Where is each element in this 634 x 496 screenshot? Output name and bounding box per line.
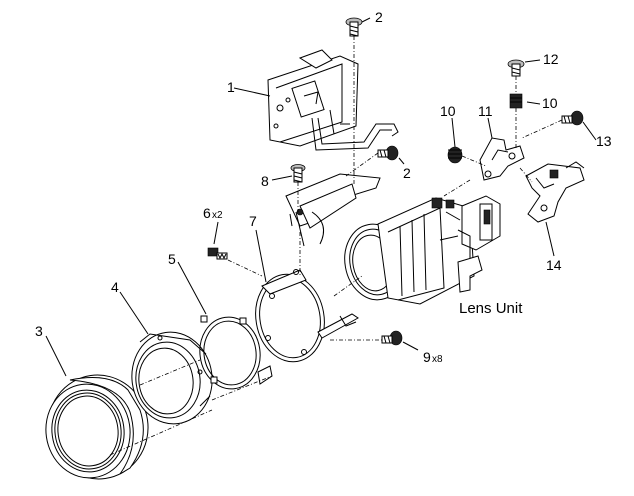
label-part-3: 3 bbox=[35, 323, 43, 339]
label-lens-unit: Lens Unit bbox=[459, 300, 523, 317]
part-7-mount-plate bbox=[255, 269, 359, 385]
label-part-9-qty: x8 bbox=[432, 354, 443, 365]
part-5-thin-ring bbox=[199, 315, 261, 390]
part-2-screw-middle bbox=[377, 145, 399, 161]
label-part-6: 6 bbox=[203, 205, 211, 221]
part-10-spring-right bbox=[509, 93, 523, 109]
part-11-bracket bbox=[479, 137, 525, 181]
part-2-screw-top bbox=[345, 17, 363, 37]
label-part-4: 4 bbox=[111, 279, 119, 295]
part-13-screw bbox=[561, 110, 584, 126]
part-6-screw bbox=[207, 247, 228, 260]
label-part-6-qty: x2 bbox=[212, 210, 223, 221]
label-part-7: 7 bbox=[249, 213, 257, 229]
part-10-spring-left bbox=[447, 146, 463, 164]
flex-cable-bracket bbox=[285, 173, 381, 247]
part-8-screw bbox=[290, 164, 306, 183]
label-part-13: 13 bbox=[596, 133, 612, 149]
label-part-12: 12 bbox=[543, 51, 559, 67]
label-part-14: 14 bbox=[546, 257, 562, 273]
label-part-5: 5 bbox=[168, 251, 176, 267]
part-14-bracket bbox=[525, 161, 585, 223]
leader-lines bbox=[45, 17, 597, 377]
part-1-circuit-assembly bbox=[267, 49, 399, 151]
lens-unit bbox=[344, 195, 501, 305]
label-part-2-middle: 2 bbox=[403, 165, 411, 181]
label-part-8: 8 bbox=[261, 173, 269, 189]
part-4-ring bbox=[131, 331, 213, 425]
label-part-11: 11 bbox=[478, 103, 493, 119]
assembly-axis-lines bbox=[109, 36, 563, 456]
label-part-2-top: 2 bbox=[375, 9, 383, 25]
label-part-10-left: 10 bbox=[440, 103, 456, 119]
part-12-screw bbox=[507, 59, 525, 77]
part-3-front-ring bbox=[45, 374, 149, 480]
label-part-1: 1 bbox=[227, 79, 235, 95]
label-part-10-right: 10 bbox=[542, 95, 558, 111]
part-9-screw bbox=[381, 330, 403, 346]
label-part-9: 9 bbox=[423, 349, 431, 365]
